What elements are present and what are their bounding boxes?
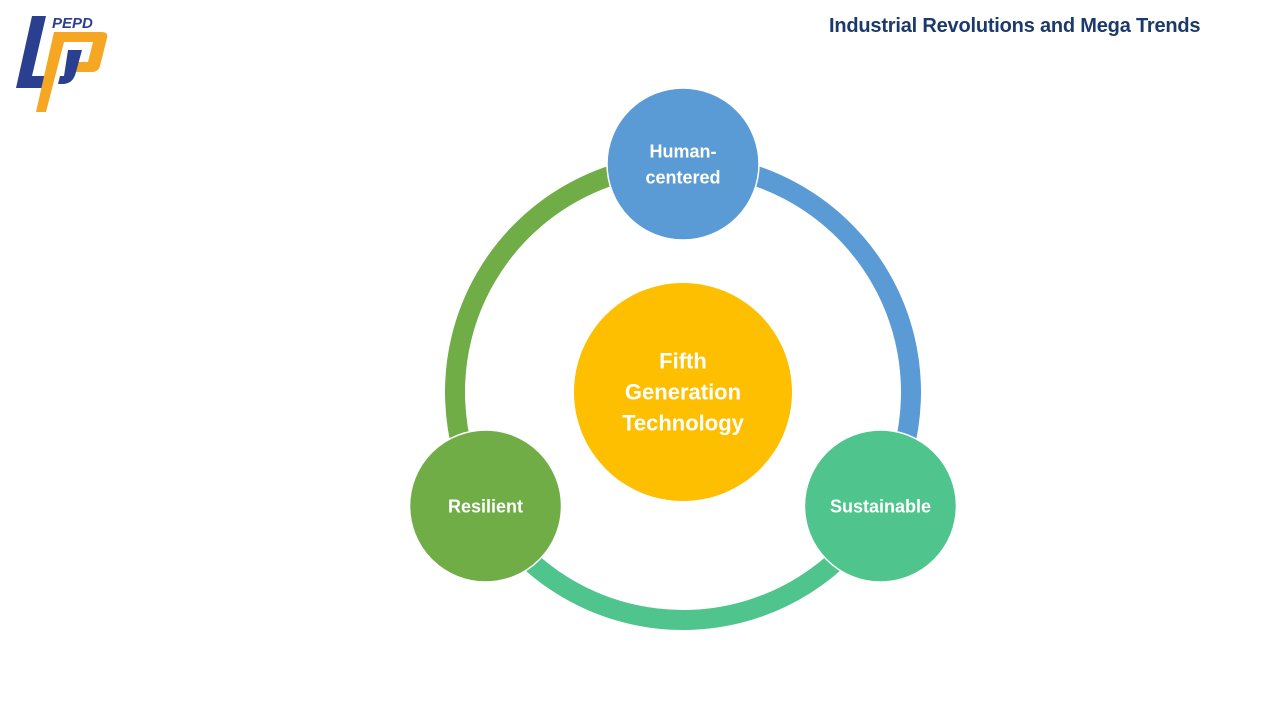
node-resilient-circle	[408, 429, 563, 583]
logo-blue-bar	[58, 50, 82, 84]
center-node-label: Generation	[625, 380, 741, 405]
logo-blue-shape	[16, 16, 52, 88]
logo-orange-shape	[36, 32, 108, 112]
slide-title: Industrial Revolutions and Mega Trends	[829, 15, 1201, 37]
node-resilient-label: Resilient	[448, 496, 523, 516]
pepd-logo-icon: PEPD	[16, 15, 108, 112]
node-human-centered-circle	[606, 87, 760, 241]
node-human-centered-label: centered	[645, 167, 720, 187]
node-sustainable-circle	[803, 429, 958, 583]
node-sustainable-label: Sustainable	[830, 496, 931, 516]
logo-text: PEPD	[52, 15, 93, 32]
node-human-centered: Human-centered	[606, 87, 760, 241]
node-human-centered-label: Human-	[650, 141, 717, 161]
pepd-logo: PEPD	[12, 12, 116, 116]
node-sustainable: Sustainable	[803, 429, 958, 583]
center-node-label: Technology	[622, 411, 745, 436]
center-node-circle	[574, 283, 792, 501]
center-node-label: Fifth	[659, 349, 707, 374]
node-resilient: Resilient	[408, 429, 563, 583]
